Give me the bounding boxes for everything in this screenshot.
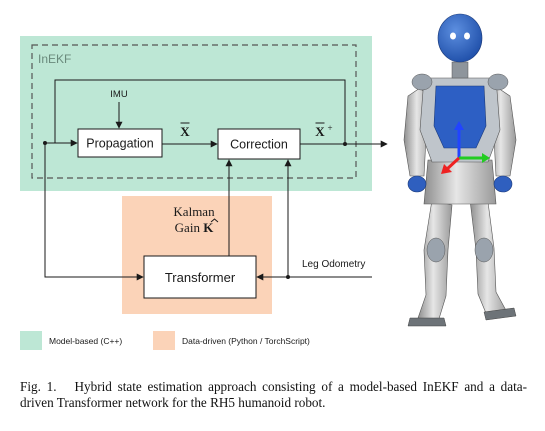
feedback-loop-arrow [54,79,346,147]
correction-label: Correction [230,138,288,152]
model-based-region [20,36,372,191]
rh5-humanoid-robot-illustration [403,13,517,327]
kalman-label-line1: Kalman [173,204,215,219]
x-bar-plus-sup: + [327,123,332,133]
legend-data-driven-swatch [153,331,175,350]
propagation-label: Propagation [86,137,153,151]
legend-model-based-label: Model-based (C++) [49,336,122,346]
k-hat-accent [210,218,219,223]
kalman-label-line2: Gain K [175,220,215,235]
inekf-group-border [31,44,357,179]
caption-text: Hybrid state estimation approach consist… [20,379,527,410]
leg-odometry-label: Leg Odometry [302,259,365,270]
inekf-group-label: InEKF [38,52,71,66]
caption-label: Fig. 1. [20,379,57,394]
correction-block [217,128,301,160]
x-bar-plus-label: X [315,124,325,139]
legend-data-driven-label: Data-driven (Python / TorchScript) [182,336,310,346]
state-to-transformer-arrow [44,143,144,281]
imu-label: IMU [110,89,128,100]
figure-caption: Fig. 1.Hybrid state estimation approach … [20,379,527,411]
transformer-block [143,255,257,299]
propagation-block [77,128,163,158]
transformer-label: Transformer [165,270,236,285]
legend-model-based-swatch [20,331,42,350]
x-bar-label: X [180,124,190,139]
